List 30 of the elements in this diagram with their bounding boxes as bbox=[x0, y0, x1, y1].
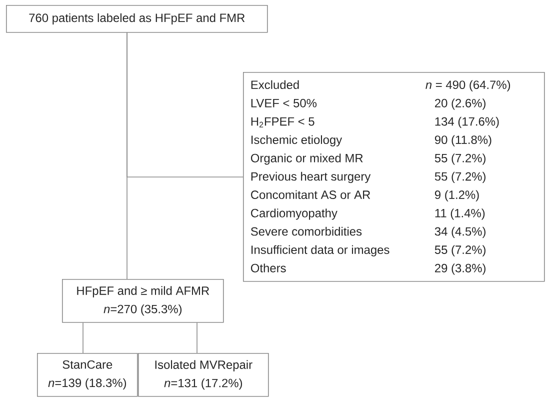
count-text: 55 (7.2%) bbox=[434, 172, 486, 184]
count-text: 55 (7.2%) bbox=[434, 245, 486, 256]
criterion-text: Cardiomyopathy bbox=[251, 208, 338, 220]
count-text: 34 (4.5%) bbox=[434, 226, 486, 238]
criterion-text: Previous heart surgery bbox=[251, 172, 371, 184]
connector-line bbox=[196, 322, 198, 354]
criterion-text: Others bbox=[250, 264, 286, 272]
count-text: 9 (1.2%) bbox=[434, 190, 479, 202]
connector-line bbox=[126, 32, 244, 178]
process-box: 760 patients labeled as HFpEF and FMR bbox=[6, 5, 268, 33]
criterion-text: Concomitant AS or AR bbox=[251, 190, 370, 200]
count-text: 11 (1.4%) bbox=[435, 208, 485, 220]
count-text: n = 490 (64.7%) bbox=[426, 80, 510, 92]
process-box: StanCare n=139 (18.3%) bbox=[37, 353, 138, 397]
criterion-text: LVEF < 50% bbox=[251, 98, 317, 108]
count-text: 55 (7.2%) bbox=[434, 154, 486, 165]
count-text: 90 (11.8%) bbox=[434, 135, 492, 146]
criterion-text: Severe comorbidities bbox=[250, 226, 362, 236]
criterion-text: Organic or mixed MR bbox=[250, 154, 363, 165]
criterion-text: H$_{2}$FPEF < 5 bbox=[251, 117, 314, 128]
criterion-text: Insufficient data or images bbox=[252, 245, 390, 256]
process-box: Isolated MVRepair n=131 (17.2%) bbox=[138, 353, 269, 397]
connector-line bbox=[82, 322, 84, 354]
count-text: 134 (17.6%) bbox=[435, 116, 499, 128]
process-box: HFpEF and ≥ mild AFMR n=270 (35.3%) bbox=[62, 279, 224, 323]
count-text: 20 (2.6%) bbox=[435, 98, 486, 110]
criterion-text: Excluded bbox=[251, 80, 299, 90]
criterion-text: Ischemic etiology bbox=[252, 135, 342, 146]
exclusion-box bbox=[243, 72, 545, 282]
count-text: 29 (3.8%) bbox=[435, 264, 486, 275]
